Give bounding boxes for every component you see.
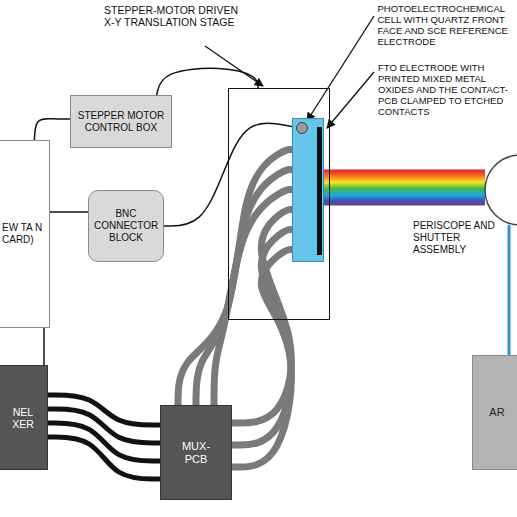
fto-electrode (317, 127, 322, 255)
translation-stage: STEPPER-MOTOR DRIVEN X-Y TRANSLATION STA… (228, 88, 330, 320)
connector-path (232, 250, 292, 468)
connector-path (43, 328, 45, 365)
periscope-outline (485, 155, 517, 225)
connector-block: BNC CONNECTOR BLOCK (88, 190, 164, 262)
callout-text: STEPPER-MOTOR DRIVEN X-Y TRANSLATION STA… (104, 4, 238, 28)
connector-path (324, 170, 486, 206)
periscope-circle (484, 154, 517, 226)
control-box: STEPPER MOTOR CONTROL BOX (70, 95, 172, 148)
leader-line (307, 16, 374, 121)
cable-bundle (48, 395, 160, 479)
box-label: BNC CONNECTOR BLOCK (94, 208, 158, 244)
box-label: AR (489, 406, 504, 419)
box-label: NEL XER (7, 406, 39, 430)
light-beam (324, 187, 486, 188)
wire (50, 212, 88, 213)
connector-path (508, 226, 511, 355)
photoelectrochemical-cell: PHOTOELECTROCHEMICAL CELL WITH QUARTZ FR… (292, 118, 324, 262)
connector-path (34, 119, 70, 140)
box-label: MUX-PCB (174, 440, 218, 466)
connector-path (196, 170, 292, 406)
callout-text: PERISCOPE AND SHUTTER ASSEMBLY (413, 220, 503, 256)
mux-pcb-box: MUX-PCB (160, 405, 232, 500)
periscope-assembly: PERISCOPE AND SHUTTER ASSEMBLY (484, 154, 517, 226)
callout-text: FTO ELECTRODE WITH PRINTED MIXED METAL O… (378, 62, 514, 117)
multiplexer-box: NEL XER (0, 365, 48, 470)
callout-text: PHOTOELECTROCHEMICAL CELL WITH QUARTZ FR… (378, 3, 516, 47)
box-label: STEPPER MOTOR CONTROL BOX (76, 110, 166, 134)
connector-path (157, 68, 258, 95)
leader-line (205, 46, 263, 86)
reference-electrode (296, 122, 307, 133)
light-source-box: AR (472, 355, 517, 470)
connector-path (48, 437, 160, 479)
connector-path (178, 150, 292, 406)
leader-line (327, 72, 374, 128)
connector-path (214, 190, 292, 406)
wire (509, 226, 510, 355)
cell-parts (293, 119, 323, 261)
connector-path (50, 211, 88, 213)
wire (44, 328, 45, 365)
computer-box: EW TA N CARD) (0, 140, 50, 328)
wire (34, 119, 70, 140)
wire (157, 68, 258, 95)
box-label: EW TA N CARD) (2, 222, 44, 246)
